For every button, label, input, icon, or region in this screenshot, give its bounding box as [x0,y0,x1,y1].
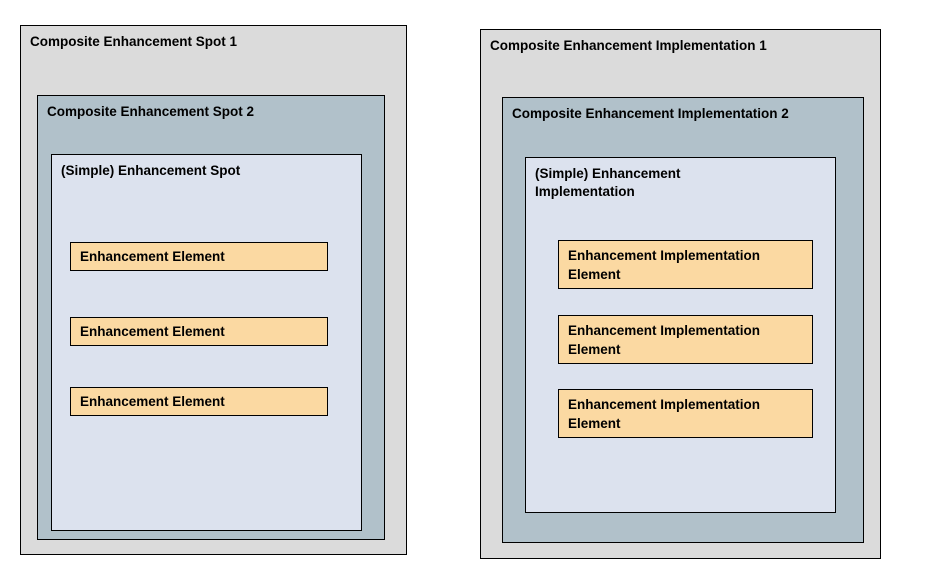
enhancement-element-box: Enhancement Element [70,387,328,416]
simple-enhancement-spot-box: (Simple) Enhancement Spot Enhancement El… [51,154,362,531]
composite-enhancement-spot-2-label: Composite Enhancement Spot 2 [47,104,255,119]
enhancement-implementation-element-box: Enhancement Implementation Element [558,315,813,364]
enhancement-element-box: Enhancement Element [70,242,328,271]
composite-enhancement-spot-1-label: Composite Enhancement Spot 1 [30,34,238,49]
enhancement-implementation-element-label: Enhancement Implementation Element [568,248,761,282]
enhancement-implementation-element-box: Enhancement Implementation Element [558,240,813,289]
enhancement-implementation-element-label: Enhancement Implementation Element [568,323,761,357]
simple-enhancement-implementation-label: (Simple) Enhancement Implementation [535,166,681,199]
composite-enhancement-implementation-2-label: Composite Enhancement Implementation 2 [512,106,789,121]
enhancement-implementation-element-label: Enhancement Implementation Element [568,397,761,431]
enhancement-element-box: Enhancement Element [70,317,328,346]
composite-enhancement-spot-1-box: Composite Enhancement Spot 1 Composite E… [20,25,407,555]
composite-enhancement-implementation-1-label: Composite Enhancement Implementation 1 [490,38,767,53]
simple-enhancement-implementation-box: (Simple) Enhancement Implementation Enha… [525,157,836,513]
composite-enhancement-implementation-1-box: Composite Enhancement Implementation 1 C… [480,29,881,559]
enhancement-implementation-element-box: Enhancement Implementation Element [558,389,813,438]
enhancement-element-label: Enhancement Element [80,394,225,409]
composite-enhancement-spot-2-box: Composite Enhancement Spot 2 (Simple) En… [37,95,385,540]
enhancement-element-label: Enhancement Element [80,249,225,264]
composite-enhancement-implementation-2-box: Composite Enhancement Implementation 2 (… [502,97,864,543]
simple-enhancement-spot-label: (Simple) Enhancement Spot [61,163,241,178]
enhancement-element-label: Enhancement Element [80,324,225,339]
